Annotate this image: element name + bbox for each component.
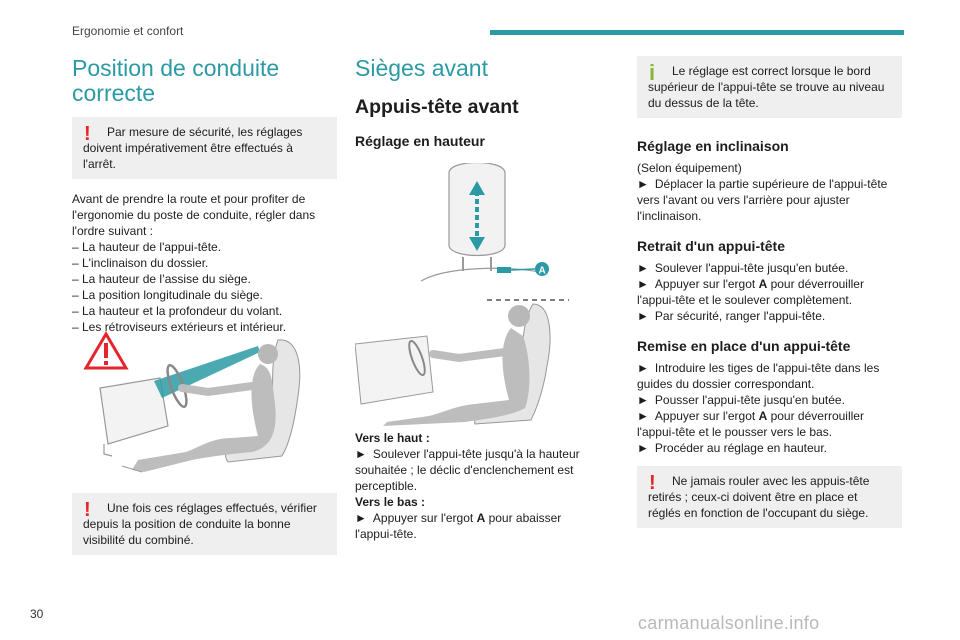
chapter-title: Ergonomie et confort <box>72 24 184 38</box>
down-label: Vers le bas : <box>355 495 426 509</box>
settings-order-list: – La hauteur de l'appui-tête. – L'inclin… <box>72 239 337 335</box>
refitting-steps: ►Introduire les tiges de l'appui-tête da… <box>637 360 902 456</box>
warning-text: Par mesure de sécurité, les réglages doi… <box>83 125 303 171</box>
heading-refitting: Remise en place d'un appui-tête <box>637 338 851 354</box>
info-box-correct-position: i Le réglage est correct lorsque le bord… <box>637 56 902 118</box>
heading-height-adjustment: Réglage en hauteur <box>355 133 485 149</box>
watermark: carmanualsonline.info <box>638 613 820 633</box>
list-item: ►Procéder au réglage en hauteur. <box>637 441 828 455</box>
list-item: ►Pousser l'appui-tête jusqu'en butée. <box>637 393 845 407</box>
heading-tilt-adjustment: Réglage en inclinaison <box>637 138 789 154</box>
list-item: ►Soulever l'appui-tête jusqu'en butée. <box>637 261 849 275</box>
page-number: 30 <box>30 607 44 621</box>
info-icon: i <box>649 60 656 85</box>
list-item: ►Appuyer sur l'ergot A pour déverrouille… <box>637 277 864 307</box>
list-item: – L'inclinaison du dossier. <box>72 256 209 270</box>
warning-box-safety: ! Par mesure de sécurité, les réglages d… <box>72 117 337 179</box>
warning-icon: ! <box>649 472 656 494</box>
warning-box-never-drive: ! Ne jamais rouler avec les appuis-tête … <box>637 466 902 528</box>
up-label: Vers le haut : <box>355 431 430 445</box>
warning-icon: ! <box>84 499 91 521</box>
marker-label-a: A <box>539 266 546 277</box>
section-title-front-seats: Sièges avant <box>355 55 488 81</box>
warning-box-visibility: ! Une fois ces réglages effectués, vérif… <box>72 493 337 555</box>
up-instruction: ►Soulever l'appui-tête jusqu'à la hauteu… <box>355 447 580 493</box>
driving-position-illustration <box>83 331 301 473</box>
list-item: – La hauteur et la profondeur du volant. <box>72 304 283 318</box>
header-accent-bar <box>490 30 904 35</box>
down-instruction: ►Appuyer sur l'ergot A pour abaisser l'a… <box>355 511 562 541</box>
list-item: ►Appuyer sur l'ergot A pour déverrouille… <box>637 409 864 439</box>
seat-head-position-illustration <box>355 299 569 426</box>
warning-icon: ! <box>84 123 91 145</box>
list-item: ►Introduire les tiges de l'appui-tête da… <box>637 361 880 391</box>
list-item: – La position longitudinale du siège. <box>72 288 263 302</box>
intro-paragraph: Avant de prendre la route et pour profit… <box>72 192 316 238</box>
info-text: Le réglage est correct lorsque le bord s… <box>648 64 885 110</box>
tilt-instruction: ►Déplacer la partie supérieure de l'appu… <box>637 177 888 223</box>
column-head-restraint-settings: i Le réglage est correct lorsque le bord… <box>637 56 902 528</box>
height-instructions: Vers le haut : ►Soulever l'appui-tête ju… <box>355 430 585 542</box>
warning-text: Une fois ces réglages effectués, vérifie… <box>83 501 317 547</box>
page-header: Ergonomie et confort <box>0 0 960 40</box>
list-item: – La hauteur de l'appui-tête. <box>72 240 222 254</box>
subsection-title-head-restraints: Appuis-tête avant <box>355 96 519 118</box>
column-front-seats: Sièges avant Appuis-tête avant Réglage e… <box>355 55 620 541</box>
list-item: – Les rétroviseurs extérieurs et intérie… <box>72 320 287 334</box>
heading-removal: Retrait d'un appui-tête <box>637 238 785 254</box>
removal-steps: ►Soulever l'appui-tête jusqu'en butée. ►… <box>637 260 902 324</box>
warning-text: Ne jamais rouler avec les appuis-tête re… <box>648 474 870 520</box>
tilt-note: (Selon équipement) <box>637 161 742 175</box>
column-driving-position: Position de conduite correcte ! Par mesu… <box>72 55 337 555</box>
list-item: – La hauteur de l’assise du siège. <box>72 272 251 286</box>
headrest-adjustment-illustration: A <box>420 163 549 282</box>
section-title-driving-position: Position de conduite correcte <box>72 55 280 106</box>
list-item: ►Par sécurité, ranger l'appui-tête. <box>637 309 826 323</box>
